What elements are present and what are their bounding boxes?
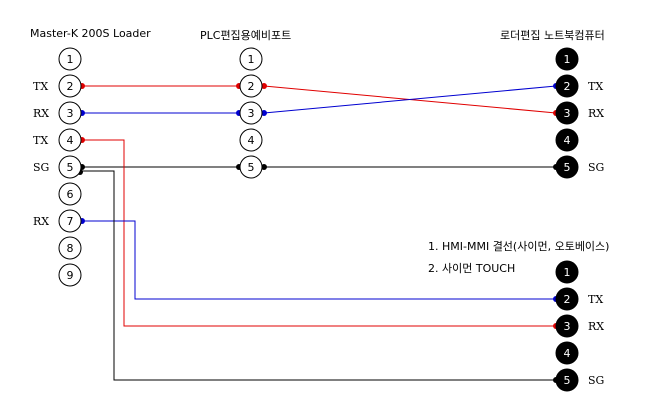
notebook-pin-label-3: 3: [564, 107, 571, 120]
wires: [81, 85, 557, 381]
plc-pin-3: [239, 101, 263, 125]
notebook-label-sg: SG: [588, 161, 605, 174]
loader-pin-label-6: 6: [67, 188, 74, 201]
loader-pin-label-9: 9: [67, 269, 74, 282]
loader-connector: 1 2 3 4 5 6 7 8 9: [58, 47, 82, 287]
touch-pin-label-1: 1: [564, 266, 571, 279]
note-1: 1. HMI-MMI 결선(사이먼, 오토베이스): [428, 240, 610, 253]
notebook-label-tx: TX: [588, 80, 604, 93]
touch-pin-label-5: 5: [564, 374, 571, 387]
plc-pin-5: [239, 155, 263, 179]
signal-label-rx-pin7: RX: [33, 215, 50, 228]
wire-loader4-touch3: [81, 139, 556, 327]
loader-pin-label-4: 4: [67, 134, 74, 147]
signal-label-rx-pin3: RX: [33, 107, 50, 120]
signal-label-tx-pin4: TX: [33, 134, 49, 147]
dot-plc-pin5-out: [261, 164, 267, 170]
loader-header: Master-K 200S Loader: [30, 27, 151, 40]
notebook-pin-5: [555, 155, 579, 179]
loader-pin-2: [58, 74, 82, 98]
notebook-pin-label-2: 2: [564, 80, 571, 93]
loader-pin-label-5: 5: [67, 161, 74, 174]
touch-pin-4: [555, 341, 579, 365]
signal-label-sg-pin5: SG: [33, 161, 50, 174]
touch-pin-3: [555, 314, 579, 338]
loader-pin-7: [58, 209, 82, 233]
notebook-pin-1: [555, 47, 579, 71]
plc-pin-label-5: 5: [248, 161, 255, 174]
notebook-pin-label-1: 1: [564, 53, 571, 66]
wire-loader7-touch2: [81, 220, 556, 300]
plc-pin-4: [239, 128, 263, 152]
loader-pin-label-3: 3: [67, 107, 74, 120]
plc-connector: 1 2 3 4 5: [239, 47, 263, 179]
note-2: 2. 사이먼 TOUCH: [428, 262, 516, 275]
touch-label-sg: SG: [588, 374, 605, 387]
loader-pin-5: [58, 155, 82, 179]
notebook-pin-4: [555, 128, 579, 152]
loader-pin-1: [58, 47, 82, 71]
loader-pin-label-1: 1: [67, 53, 74, 66]
touch-pin-5: [555, 368, 579, 392]
touch-pin-label-4: 4: [564, 347, 571, 360]
plc-pin-label-1: 1: [248, 53, 255, 66]
loader-pin-label-8: 8: [67, 242, 74, 255]
touch-pin-label-2: 2: [564, 293, 571, 306]
loader-pin-label-7: 7: [67, 215, 74, 228]
plc-pin-2: [239, 74, 263, 98]
plc-pin-label-3: 3: [248, 107, 255, 120]
wire-loader5-touch5: [81, 170, 556, 381]
notebook-label-rx: RX: [588, 107, 605, 120]
notebook-pin-2: [555, 74, 579, 98]
plc-pin-1: [239, 47, 263, 71]
dot-plc-pin2-out: [261, 83, 267, 89]
loader-pin-6: [58, 182, 82, 206]
touch-pin-2: [555, 287, 579, 311]
plc-pin-label-4: 4: [248, 134, 255, 147]
connection-dots: [77, 83, 559, 383]
dot-plc-pin3-out: [261, 110, 267, 116]
touch-label-rx: RX: [588, 320, 605, 333]
touch-connector: 1 2 3 4 5: [555, 260, 579, 392]
notebook-pin-3: [555, 101, 579, 125]
touch-label-tx: TX: [588, 293, 604, 306]
notebook-connector: 1 2 3 4 5: [555, 47, 579, 179]
touch-pin-label-3: 3: [564, 320, 571, 333]
touch-pin-1: [555, 260, 579, 284]
loader-pin-8: [58, 236, 82, 260]
wire-plc3-notebook2: [263, 85, 557, 114]
signal-label-tx-pin2: TX: [33, 80, 49, 93]
loader-pin-9: [58, 263, 82, 287]
notebook-pin-label-5: 5: [564, 161, 571, 174]
notebook-header: 로더편집 노트북컴퓨터: [500, 29, 605, 42]
loader-pin-4: [58, 128, 82, 152]
notebook-pin-label-4: 4: [564, 134, 571, 147]
loader-pin-label-2: 2: [67, 80, 74, 93]
plc-port-header: PLC편집용예비포트: [200, 29, 292, 42]
loader-pin-3: [58, 101, 82, 125]
plc-pin-label-2: 2: [248, 80, 255, 93]
